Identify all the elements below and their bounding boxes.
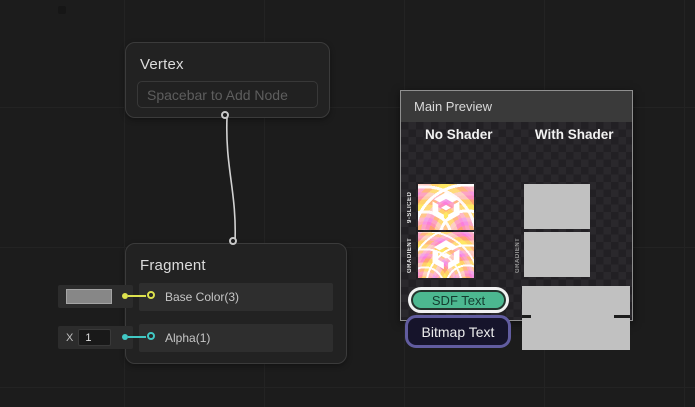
texture-label-gradient: GRADIENT <box>407 237 413 273</box>
unity-logo-icon <box>432 192 460 222</box>
main-preview-header[interactable]: Main Preview <box>401 91 632 122</box>
shaded-text-gap-right <box>614 315 630 318</box>
node-vertex[interactable]: Vertex Spacebar to Add Node <box>125 42 330 118</box>
port-row-base-color[interactable]: Base Color(3) <box>139 283 333 311</box>
port-row-alpha[interactable]: Alpha(1) <box>139 324 333 352</box>
main-preview-title: Main Preview <box>414 99 493 114</box>
shaded-text-gap-left <box>522 315 531 318</box>
edge-vertex-to-fragment[interactable] <box>225 116 237 244</box>
sdf-text-sample: SDF Text <box>408 287 509 313</box>
vertex-node-title: Vertex <box>140 56 184 73</box>
main-preview-panel: Main Preview No Shader With Shader 9-SLI… <box>400 90 633 350</box>
alpha-x-label: X <box>66 331 74 344</box>
fragment-input-port[interactable] <box>229 237 237 245</box>
vertex-output-port[interactable] <box>221 111 229 119</box>
unity-logo-icon <box>432 240 460 270</box>
alpha-widget-port-icon[interactable] <box>122 334 128 340</box>
node-fragment[interactable]: Fragment Base Color(3) Alpha(1) <box>125 243 347 364</box>
main-preview-body: No Shader With Shader 9-SLICED GRADIENT <box>401 122 632 350</box>
column-header-with-shader: With Shader <box>534 127 614 142</box>
bitmap-text-label: Bitmap Text <box>421 323 495 340</box>
preview-image-sliced <box>418 184 474 230</box>
alpha-widget[interactable]: X <box>58 326 133 349</box>
sdf-text-label: SDF Text <box>431 292 486 308</box>
preview-image-gradient <box>418 232 474 278</box>
base-color-widget[interactable] <box>58 285 133 308</box>
base-color-widget-port-icon[interactable] <box>122 293 128 299</box>
base-color-port-label: Base Color(3) <box>165 290 240 304</box>
fragment-node-title: Fragment <box>140 257 206 274</box>
alpha-port-label: Alpha(1) <box>165 331 211 345</box>
alpha-value-input[interactable] <box>78 329 112 346</box>
add-node-hint[interactable]: Spacebar to Add Node <box>137 81 318 108</box>
shaded-image-sliced <box>524 184 590 229</box>
shaded-image-gradient <box>524 232 590 277</box>
bitmap-text-sample: Bitmap Text <box>405 315 511 348</box>
shaded-texture-label-gradient: GRADIENT <box>515 237 521 273</box>
add-node-hint-label: Spacebar to Add Node <box>147 86 288 103</box>
base-color-port-icon[interactable] <box>147 291 155 299</box>
shaded-text-block <box>522 286 630 350</box>
alpha-port-icon[interactable] <box>147 332 155 340</box>
column-header-no-shader: No Shader <box>424 127 493 142</box>
canvas-dot <box>58 6 66 14</box>
texture-label-sliced: 9-SLICED <box>407 191 413 223</box>
color-swatch[interactable] <box>66 289 112 304</box>
